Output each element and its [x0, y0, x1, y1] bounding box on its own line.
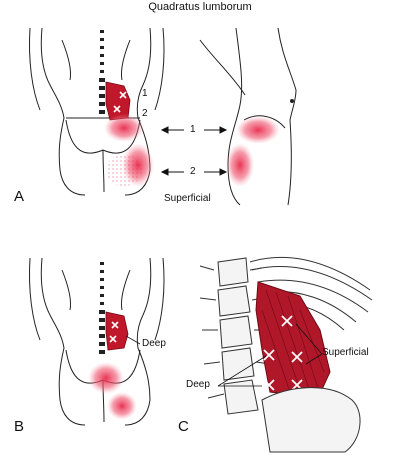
figure-title: Quadratus lumborum: [148, 1, 252, 13]
panel-b-letter: B: [14, 418, 25, 435]
panel-c-vertebral-column: [199, 257, 271, 415]
side-arm: [199, 39, 246, 96]
panel-c-leaders: [217, 323, 323, 387]
scapula-left: [61, 39, 71, 81]
panel-b-trigger-points: [109, 321, 119, 343]
buttock-cleft: [102, 149, 105, 193]
panel-b-deep-label: Deep: [142, 338, 166, 349]
panel-a-arrow-1: [160, 126, 228, 134]
panel-c-trigger-points: [263, 315, 303, 391]
panel-b-pain-zone-buttock: [107, 392, 137, 420]
b-scapula-left: [61, 269, 71, 311]
b-arm-left: [29, 257, 41, 341]
panel-c-letter: C: [178, 418, 189, 435]
arm-left: [29, 27, 41, 111]
panel-a-pain-zone-stipple: [106, 154, 142, 186]
scapula-right: [121, 39, 131, 81]
panel-c-deep-label: Deep: [186, 379, 210, 390]
panel-c-muscle-fibers: [261, 289, 325, 393]
panel-a-marker-2: 2: [142, 108, 148, 119]
b-scapula-right: [121, 269, 131, 311]
panel-a-marker-1: 1: [142, 88, 148, 99]
b-torso-outline-left: [40, 257, 86, 426]
panel-a-trigger-points: [113, 91, 127, 113]
panel-a-arrow-1-label: 1: [190, 124, 196, 135]
panel-b-deep-leader: [125, 335, 141, 345]
panel-a-spine: [99, 30, 105, 114]
panel-a-side-pain-zone-buttock: [226, 143, 254, 187]
panel-a-side-pain-zone-hip: [236, 116, 280, 144]
side-torso-front: [277, 27, 297, 121]
panel-a-pain-zone-hip: [104, 114, 144, 142]
side-torso-back: [227, 27, 243, 206]
buttock-left: [65, 119, 104, 154]
arm-right: [154, 27, 165, 111]
b-torso-outline-right: [124, 257, 152, 426]
panel-a-arrow-2: [160, 168, 228, 176]
panel-a-arrow-2-label: 2: [190, 166, 196, 177]
panel-a-letter: A: [14, 188, 25, 205]
panel-a-superficial-label: Superficial: [164, 193, 211, 204]
side-thigh: [287, 119, 292, 206]
panel-c-iliac-crest: [261, 387, 361, 453]
panel-c-superficial-label: Superficial: [322, 347, 369, 358]
panel-b-quadratus-muscle: [105, 311, 129, 351]
torso-outline-left: [40, 27, 86, 196]
b-arm-right: [154, 257, 165, 341]
navel: [290, 99, 294, 103]
panel-b-pain-zone-sacral: [88, 362, 124, 394]
panel-b-spine: [99, 262, 105, 354]
